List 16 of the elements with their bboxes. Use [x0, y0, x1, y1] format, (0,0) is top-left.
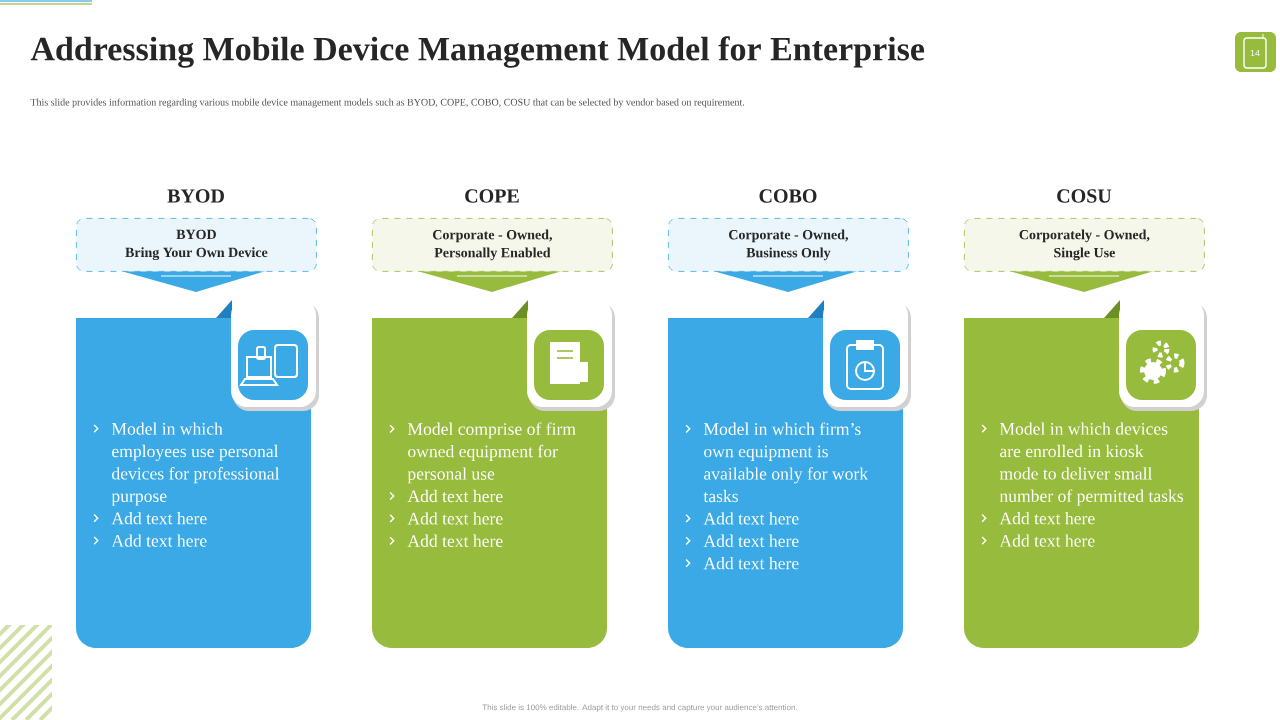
page-number: 14 [1250, 49, 1260, 57]
label-box: Corporate - Owned, Business Only [668, 218, 909, 272]
label-box: Corporately - Owned, Single Use [964, 218, 1205, 272]
card: Model comprise of firm owned equipment for personal use Add text here Add text here Add text here [372, 318, 607, 648]
label-box: Corporate - Owned, Personally Enabled [372, 218, 613, 272]
title: Addressing Mobile Device Management Model for Enterprise [30, 36, 925, 68]
column-heading: COBO [759, 189, 817, 203]
label-box: BYOD Bring Your Own Device [76, 218, 317, 272]
card: Model in which employees use personal devices for professional purpose Add text here Add text here [76, 318, 311, 648]
card: Model in which devices are enrolled in kiosk mode to deliver small number of permitted tasks Add text here Add text here [964, 318, 1199, 648]
column-heading: COSU [1057, 189, 1112, 203]
footer-note: This slide is 100% editable. Adapt it to your needs and capture your audience’s attention. [482, 704, 797, 712]
subtitle: This slide provides information regarding various mobile device management models such as BYOD, COPE, COBO, COSU that can be selected by vendor based on requirement. [30, 98, 745, 108]
card: Model in which firm’s own equipment is available only for work tasks Add text here Add text here Add text here [668, 318, 903, 648]
column-heading: COPE [465, 189, 519, 203]
column-heading: BYOD [167, 189, 224, 203]
